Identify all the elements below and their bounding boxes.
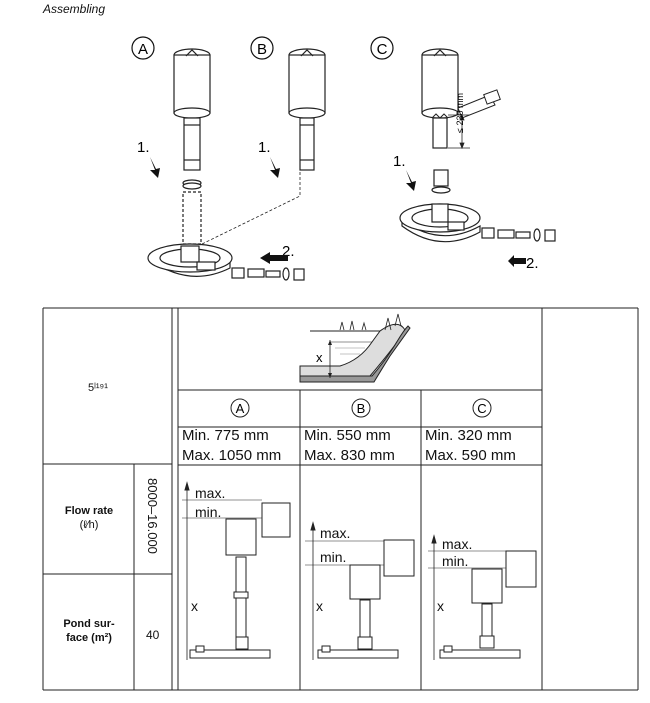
- c-max: Max. 590 mm: [425, 447, 516, 464]
- b-level-max: max.: [320, 525, 351, 541]
- table-model-c: C: [477, 401, 486, 416]
- arrow-down-a: [150, 157, 160, 178]
- section-title: Assembling: [43, 2, 106, 16]
- pump-b: [288, 48, 326, 171]
- flow-rate-value: 8000–16.000: [145, 478, 160, 554]
- a-max: Max. 1050 mm: [182, 447, 282, 464]
- step-2-c: 2.: [526, 255, 539, 272]
- step-1-b: 1.: [258, 139, 271, 156]
- depth-label: x: [316, 350, 323, 365]
- a-level-x: x: [191, 598, 198, 614]
- arrow-left-c: [508, 255, 526, 267]
- label-b: B: [257, 41, 267, 58]
- step-1-a: 1.: [137, 139, 150, 156]
- label-b-circle: B: [250, 36, 274, 60]
- pond-illustration: x: [299, 313, 411, 383]
- flow-rate-label-line2: (ℓ⁄h): [79, 519, 99, 531]
- assembly-diagram: A B C 1. 2.: [131, 36, 556, 281]
- step-1-c: 1.: [393, 153, 406, 170]
- table-model-b: B: [357, 401, 366, 416]
- c-level-x: x: [437, 598, 444, 614]
- b-max: Max. 830 mm: [304, 447, 395, 464]
- flow-rate-label-line1: Flow rate: [64, 505, 114, 517]
- pond-surface-value: 40: [146, 628, 160, 642]
- flow-rate-label: Flow rate (ℓ⁄h): [50, 504, 128, 532]
- pond-surface-label-line1: Pond sur-: [63, 618, 115, 630]
- b-level-x: x: [316, 598, 323, 614]
- label-a: A: [138, 41, 148, 58]
- arrow-down-b: [270, 157, 280, 178]
- model-number: 5ˡ¹⁹¹: [88, 382, 108, 394]
- table-model-a: A: [236, 401, 245, 416]
- label-c: C: [377, 41, 388, 58]
- a-level-min: min.: [195, 504, 222, 520]
- level-drawing-b: [305, 521, 415, 660]
- label-c-circle: C: [370, 36, 394, 60]
- dimension-c-label: ≤ 230 mm: [455, 93, 465, 133]
- b-level-min: min.: [320, 549, 347, 565]
- c-level-min: min.: [442, 553, 469, 569]
- c-level-max: max.: [442, 536, 473, 552]
- arrow-down-c: [406, 170, 416, 191]
- pump-a: [147, 48, 305, 281]
- arrow-left-a: [260, 252, 288, 264]
- pump-c: [399, 48, 556, 243]
- c-min: Min. 320 mm: [425, 427, 512, 444]
- pond-surface-label: Pond sur- face (m²): [50, 617, 128, 645]
- a-min: Min. 775 mm: [182, 427, 269, 444]
- a-level-max: max.: [195, 485, 226, 501]
- pond-surface-label-line2: face (m²): [66, 632, 112, 644]
- label-a-circle: A: [131, 36, 155, 60]
- b-min: Min. 550 mm: [304, 427, 391, 444]
